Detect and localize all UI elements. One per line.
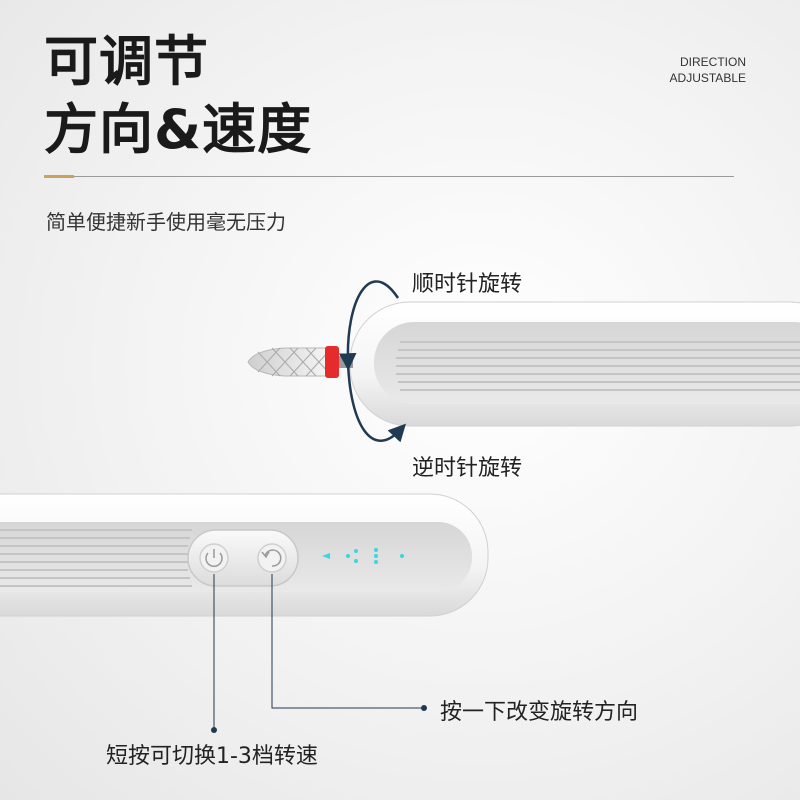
speed-leader-dot	[211, 727, 217, 733]
subtitle: 简单便捷新手使用毫无压力	[46, 210, 286, 234]
lower-pen-device	[0, 493, 489, 733]
direction-leader-dot	[421, 705, 427, 711]
title-line-1: 可调节	[44, 30, 209, 93]
grip-ridges-lower	[0, 529, 192, 587]
direction-button-label: 按一下改变旋转方向	[440, 700, 639, 725]
clockwise-label: 顺时针旋转	[412, 272, 523, 297]
divider-line	[44, 176, 734, 177]
grip-ridges-upper	[396, 341, 800, 391]
counterclockwise-label: 逆时针旋转	[412, 456, 523, 481]
speed-led-3	[374, 548, 378, 552]
drill-bit	[247, 346, 353, 378]
speed-button-label: 短按可切换1-3档转速	[106, 744, 318, 769]
english-title-line-1: DIRECTION	[680, 55, 746, 69]
counterclockwise-arrow	[346, 361, 406, 443]
direction-button[interactable]	[257, 543, 287, 573]
clockwise-arrow	[338, 280, 400, 371]
rotate-icon	[261, 549, 282, 567]
bit-shank	[339, 356, 353, 368]
direction-leader-line	[271, 574, 422, 709]
power-icon	[205, 549, 223, 568]
speed-indicator-leds	[322, 548, 404, 564]
english-title-line-2: ADJUSTABLE	[669, 71, 746, 85]
speed-button[interactable]	[199, 543, 229, 573]
direction-led-icon	[322, 553, 330, 559]
red-collet	[325, 346, 339, 378]
speed-led-1	[346, 554, 350, 558]
upper-pen-device	[247, 280, 800, 443]
title-line-2: 方向&速度	[44, 98, 313, 161]
status-led	[400, 554, 404, 558]
divider-accent	[44, 175, 74, 178]
